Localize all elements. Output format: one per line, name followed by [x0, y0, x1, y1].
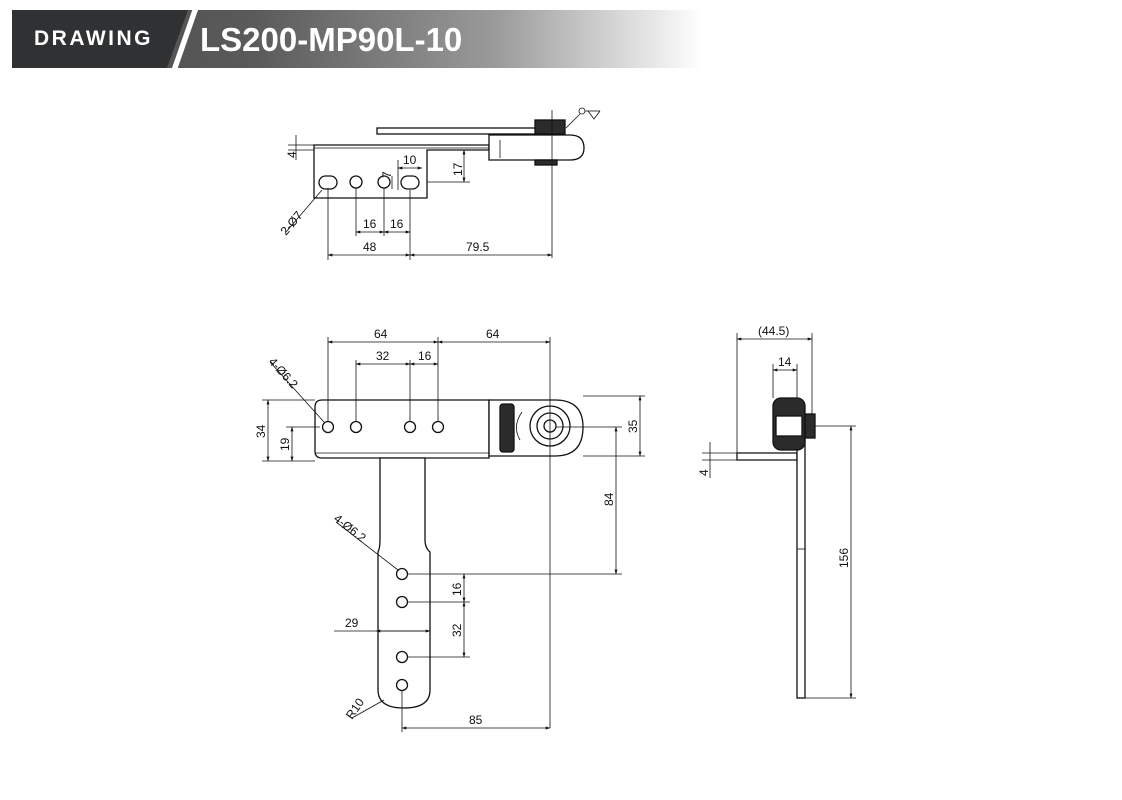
dim-14-side: 14 [778, 355, 792, 369]
dim-85-front: 85 [469, 713, 483, 727]
front-hole-5 [395, 567, 409, 581]
front-hole-7 [395, 650, 409, 664]
dim-64a-front: 64 [374, 327, 388, 341]
dim-19-front: 19 [278, 437, 292, 451]
top-plate [376, 127, 556, 135]
hole-callout-front-top: 4-Ø6.2 [266, 355, 301, 392]
side-foot [736, 452, 798, 461]
side-plate [796, 439, 806, 699]
dim-16v-front: 16 [450, 582, 464, 596]
dim-4-side: 4 [697, 469, 711, 476]
drawing-header: DRAWING LS200-MP90L-10 [12, 10, 702, 68]
front-hole-3 [403, 420, 417, 434]
top-slot-left [318, 175, 338, 190]
dim-156-side: 156 [837, 548, 851, 568]
front-view: 64 64 32 16 4-Ø6.2 34 19 35 84 4-Ø6.2 [254, 327, 645, 732]
top-hole-1 [349, 175, 363, 189]
front-hole-4 [431, 420, 445, 434]
dim-64b-front: 64 [486, 327, 500, 341]
hole-callout-top: 2-Ø7 [278, 208, 306, 238]
hole-callout-front-bottom: 4-Ø6.2 [331, 511, 369, 545]
top-slot-right [400, 175, 420, 190]
top-pivot-housing [488, 134, 585, 161]
dim-7-top: 7 [380, 171, 394, 178]
dim-16b-top: 16 [390, 217, 404, 231]
dim-34-front: 34 [254, 424, 268, 438]
dim-10-top: 10 [403, 153, 417, 167]
dim-16a-top: 16 [363, 217, 377, 231]
front-hole-6 [395, 595, 409, 609]
dim-84-front: 84 [602, 492, 616, 506]
dim-32v-front: 32 [450, 623, 464, 637]
dim-79-5-top: 79.5 [466, 240, 490, 254]
dim-48-top: 48 [363, 240, 377, 254]
dim-r10-front: R10 [343, 695, 367, 721]
top-view: 4 10 7 17 2-Ø7 16 16 48 79.5 [278, 107, 601, 260]
front-leg [377, 457, 431, 709]
dim-16-front: 16 [418, 349, 432, 363]
header-tab [12, 10, 188, 68]
front-hole-1 [321, 420, 335, 434]
front-hole-8 [395, 678, 409, 692]
top-pivot-cap [534, 119, 566, 135]
dim-17-top: 17 [451, 162, 465, 176]
front-hole-2 [349, 420, 363, 434]
dim-4-top: 4 [285, 151, 299, 158]
drawing-title: LS200-MP90L-10 [200, 21, 463, 58]
front-logo-block [499, 403, 515, 453]
header-label: DRAWING [34, 27, 153, 50]
dim-35-front: 35 [626, 419, 640, 433]
side-view: (44.5) 14 4 156 [697, 324, 856, 699]
dim-32-front: 32 [376, 349, 390, 363]
front-arm [314, 399, 490, 459]
dim-29-front: 29 [345, 616, 359, 630]
dim-44-5-side: (44.5) [758, 324, 789, 338]
